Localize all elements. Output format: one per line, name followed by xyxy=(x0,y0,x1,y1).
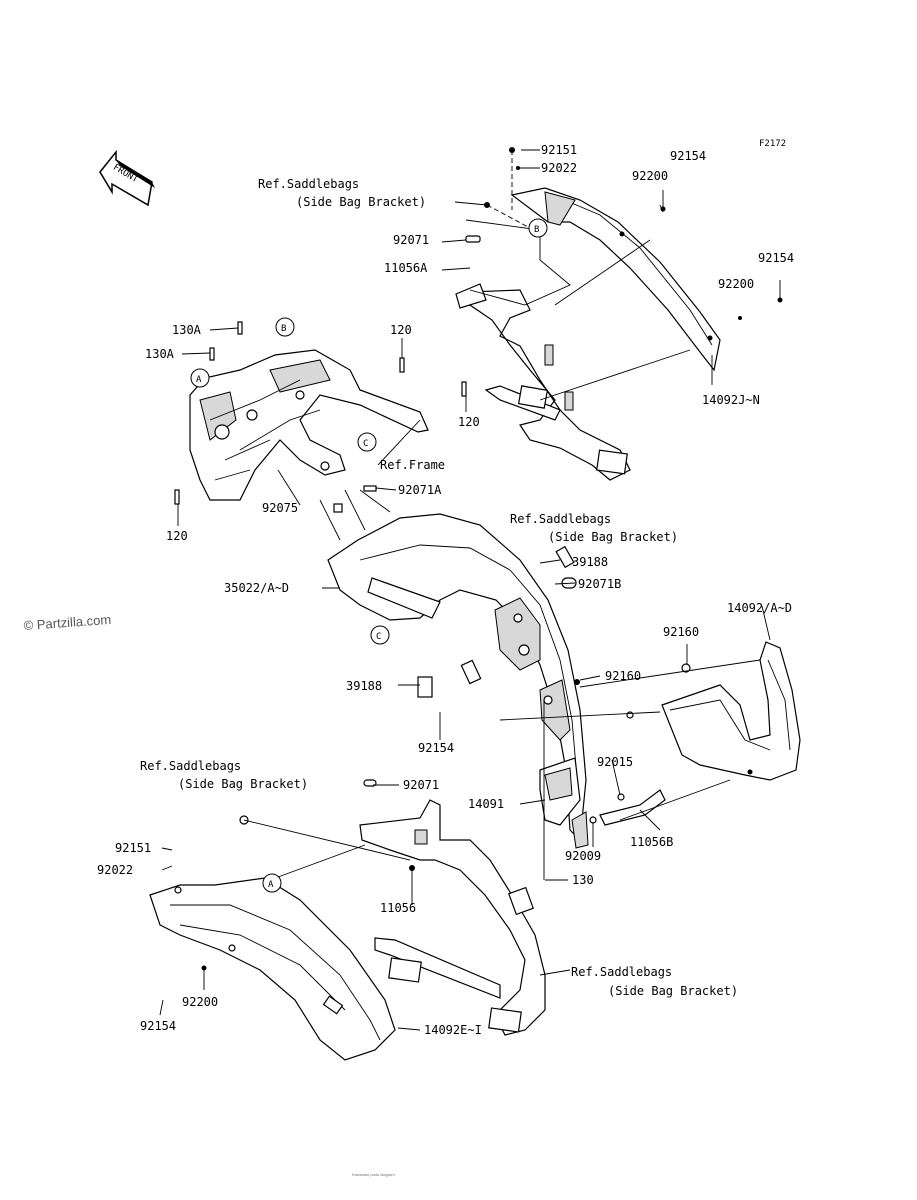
saddlebag-bracket-lower xyxy=(239,779,546,1036)
callout-c-fender: C xyxy=(370,625,390,645)
rear-side-cover-upper xyxy=(510,187,721,372)
label-130: 130 xyxy=(572,873,594,887)
part-labels: 92151 92022 92154 92200 92154 92200 1409… xyxy=(97,143,794,1037)
rear-fender xyxy=(327,485,589,849)
label-92200-right: 92200 xyxy=(718,277,754,291)
reference-notes: Ref.Saddlebags (Side Bag Bracket) Ref.Sa… xyxy=(140,177,738,998)
label-130a-2: 130A xyxy=(145,347,175,361)
svg-text:C: C xyxy=(376,632,381,642)
rear-side-cover-right xyxy=(574,641,801,781)
label-92154-right: 92154 xyxy=(758,251,794,265)
rear-side-cover-lower xyxy=(149,877,396,1061)
svg-text:C: C xyxy=(363,439,368,449)
front-arrow-icon: FRONT xyxy=(99,149,155,207)
ref-saddlebags-4-line2: (Side Bag Bracket) xyxy=(608,984,738,998)
label-35022: 35022/A~D xyxy=(224,581,289,595)
label-92200-low: 92200 xyxy=(182,995,218,1009)
label-92154-mid: 92154 xyxy=(418,741,454,755)
callout-b-upper: B xyxy=(275,317,295,337)
ref-saddlebags-1-line2: (Side Bag Bracket) xyxy=(296,195,426,209)
label-39188-mid: 39188 xyxy=(346,679,382,693)
callout-b-right: B xyxy=(528,218,548,238)
ref-saddlebags-4-line1: Ref.Saddlebags xyxy=(571,965,672,979)
label-11056b: 11056B xyxy=(630,835,673,849)
label-92154-low: 92154 xyxy=(140,1019,176,1033)
rear-frame-assembly xyxy=(174,321,467,505)
label-92071-top: 92071 xyxy=(393,233,429,247)
label-92151-low: 92151 xyxy=(115,841,151,855)
label-14091: 14091 xyxy=(468,797,504,811)
label-14092ad: 14092/A~D xyxy=(727,601,792,615)
label-92160-top: 92160 xyxy=(663,625,699,639)
label-39188-top: 39188 xyxy=(572,555,608,569)
label-120-mid: 120 xyxy=(458,415,480,429)
watermark: © Partzilla.com xyxy=(23,612,111,633)
ref-saddlebags-2-line2: (Side Bag Bracket) xyxy=(548,530,678,544)
label-92071a: 92071A xyxy=(398,483,442,497)
callout-a-lower: A xyxy=(262,873,282,893)
label-130a-1: 130A xyxy=(172,323,202,337)
label-92154-top: 92154 xyxy=(670,149,706,163)
saddlebag-bracket-upper xyxy=(455,283,631,481)
label-92022-top: 92022 xyxy=(541,161,577,175)
label-92009: 92009 xyxy=(565,849,601,863)
label-92071b: 92071B xyxy=(578,577,621,591)
assembly-guides xyxy=(243,239,761,881)
label-92160-mid: 92160 xyxy=(605,669,641,683)
svg-text:A: A xyxy=(196,375,202,385)
stay-11056b xyxy=(589,789,666,826)
ref-saddlebags-3-line1: Ref.Saddlebags xyxy=(140,759,241,773)
label-11056: 11056 xyxy=(380,901,416,915)
label-14092ei: 14092E~I xyxy=(424,1023,482,1037)
callout-c-upper: C xyxy=(357,432,377,452)
svg-text:B: B xyxy=(281,324,286,334)
label-ref-frame: Ref.Frame xyxy=(380,458,445,472)
callout-a-upper: A xyxy=(190,368,210,388)
label-120-top: 120 xyxy=(390,323,412,337)
label-92200-top: 92200 xyxy=(632,169,668,183)
bracket-14091 xyxy=(539,757,581,826)
label-14092j: 14092J~N xyxy=(702,393,760,407)
label-120-left: 120 xyxy=(166,529,188,543)
ref-saddlebags-1-line1: Ref.Saddlebags xyxy=(258,177,359,191)
ref-saddlebags-3-line2: (Side Bag Bracket) xyxy=(178,777,308,791)
label-92015: 92015 xyxy=(597,755,633,769)
leader-lines xyxy=(159,149,771,1031)
label-92151-top: 92151 xyxy=(541,143,577,157)
svg-text:B: B xyxy=(534,225,539,235)
footer-fine-print: Kawasaki parts diagram xyxy=(352,1172,395,1177)
ref-saddlebags-2-line1: Ref.Saddlebags xyxy=(510,512,611,526)
svg-text:A: A xyxy=(268,880,274,890)
label-92071-low: 92071 xyxy=(403,778,439,792)
label-92075: 92075 xyxy=(262,501,298,515)
figure-code: F2172 xyxy=(759,139,786,149)
label-92022-low: 92022 xyxy=(97,863,133,877)
label-11056a: 11056A xyxy=(384,261,428,275)
